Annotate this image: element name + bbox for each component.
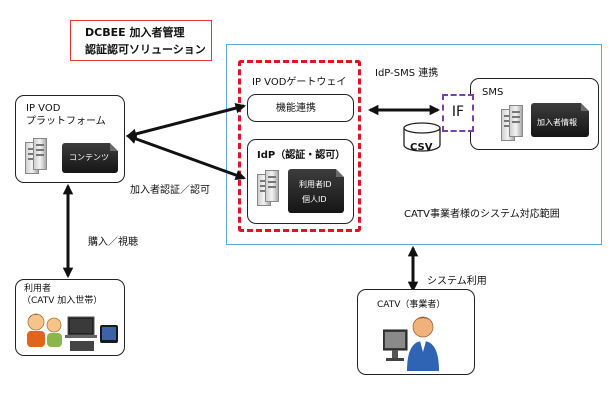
scope-label: CATV事業者様のシステム対応範囲 xyxy=(404,209,560,220)
user-title: 利用者 xyxy=(24,284,52,294)
idp-data-card: 利用者ID 個人ID xyxy=(288,169,344,213)
auth-label: 加入者認証／認可 xyxy=(130,185,210,196)
subscriber-card: 加入者情報 xyxy=(531,103,589,137)
sms-box: SMS 加入者情報 xyxy=(470,78,599,150)
family-devices-icon xyxy=(27,313,118,351)
subscriber-info-label: 加入者情報 xyxy=(537,118,577,127)
user-subtitle: （CATV 加入世帯） xyxy=(22,296,103,306)
idp-user-id: 利用者ID xyxy=(299,180,332,189)
solution-callout: DCBEE 加入者管理 認証認可ソリューション xyxy=(70,20,212,61)
platform-server-icon xyxy=(25,138,47,174)
idp-sms-link-label: IdP-SMS 連携 xyxy=(375,68,439,79)
platform-title: IP VOD xyxy=(26,103,61,114)
function-link-box: 機能連携 xyxy=(247,94,354,122)
csv-cylinder xyxy=(403,122,441,152)
platform-idp-arrow xyxy=(126,133,246,181)
system-use-label: システム利用 xyxy=(427,276,487,287)
ip-vod-platform: IP VOD プラットフォーム コンテンツ xyxy=(15,95,125,183)
idp-title: IdP（認証・認可） xyxy=(257,150,346,161)
platform-subtitle: プラットフォーム xyxy=(26,116,106,127)
content-label: コンテンツ xyxy=(69,153,109,162)
idp-box: IdP（認証・認可） 利用者ID 個人ID xyxy=(247,139,354,224)
sms-title: SMS xyxy=(482,87,504,98)
platform-gateway-arrow xyxy=(125,103,247,139)
if-label: IF xyxy=(451,104,465,120)
operator-title: CATV（事業者） xyxy=(377,300,446,310)
callout-title: DCBEE 加入者管理 xyxy=(85,26,185,39)
operator-person-icon xyxy=(383,316,439,371)
csv-label: CSV xyxy=(410,142,433,153)
sms-server-icon xyxy=(501,105,523,141)
function-link-label: 機能連携 xyxy=(276,103,316,114)
idp-personal-id: 個人ID xyxy=(302,195,327,204)
catv-operator-box: CATV（事業者） xyxy=(357,289,475,375)
gateway-title: IP VODゲートウェイ xyxy=(252,77,347,88)
purchase-label: 購入／視聴 xyxy=(88,237,138,248)
callout-subtitle: 認証認可ソリューション xyxy=(85,43,206,56)
if-box: IF xyxy=(442,94,474,132)
idp-server-icon xyxy=(257,170,279,206)
user-box: 利用者 （CATV 加入世帯） xyxy=(15,279,125,356)
content-card: コンテンツ xyxy=(62,143,118,173)
